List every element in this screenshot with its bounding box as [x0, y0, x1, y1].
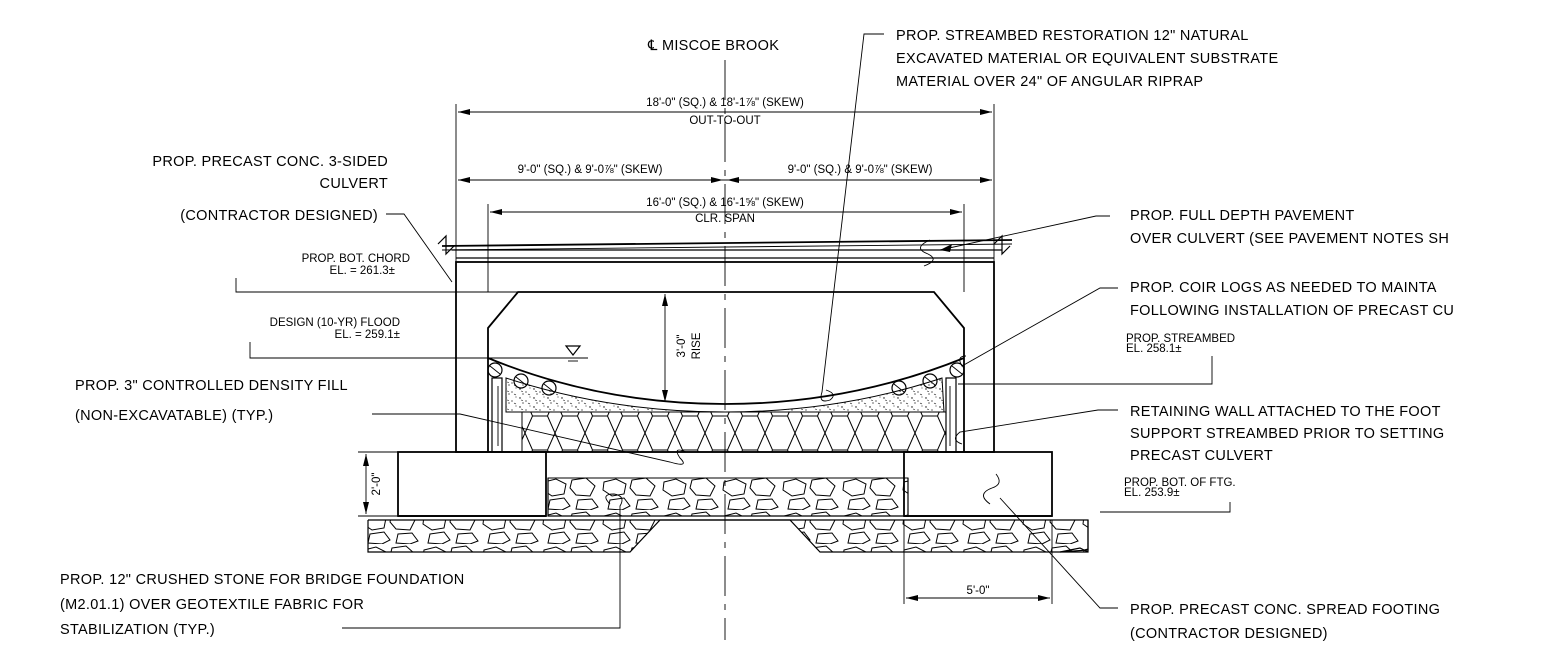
svg-text:PROP. BOT. OF FTG.: PROP. BOT. OF FTG. [1124, 477, 1236, 489]
footing-width-dim: 5'-0" [967, 585, 990, 597]
svg-text:PROP. 12" CRUSHED STONE FOR BR: PROP. 12" CRUSHED STONE FOR BRIDGE FOUND… [60, 572, 465, 588]
svg-text:(M2.01.1) OVER GEOTEXTILE FABR: (M2.01.1) OVER GEOTEXTILE FABRIC FOR [60, 597, 364, 613]
svg-text:PROP. FULL DEPTH PAVEMENT: PROP. FULL DEPTH PAVEMENT [1130, 208, 1355, 224]
footing-height-dim: 2'-0" [371, 473, 383, 496]
svg-text:PROP. STREAMBED: PROP. STREAMBED [1126, 333, 1235, 345]
rise-label: RISE [691, 332, 703, 359]
out-to-out-label: OUT-TO-OUT [689, 115, 760, 127]
half-right-dim: 9'-0" (SQ.) & 9'-0⅞" (SKEW) [788, 164, 933, 176]
svg-text:EL. 258.1±: EL. 258.1± [1126, 343, 1182, 355]
svg-text:STABILIZATION (TYP.): STABILIZATION (TYP.) [60, 622, 215, 638]
note-retaining: RETAINING WALL ATTACHED TO THE FOOT SUPP… [955, 404, 1444, 464]
svg-text:PROP. STREAMBED RESTORATION 12: PROP. STREAMBED RESTORATION 12" NATURAL [896, 28, 1249, 44]
svg-text:DESIGN (10-YR) FLOOD: DESIGN (10-YR) FLOOD [270, 317, 400, 329]
svg-text:PROP. PRECAST CONC. 3-SIDED: PROP. PRECAST CONC. 3-SIDED [152, 154, 388, 170]
svg-text:FOLLOWING INSTALLATION OF PREC: FOLLOWING INSTALLATION OF PRECAST CU [1130, 303, 1454, 319]
svg-text:RETAINING WALL ATTACHED TO THE: RETAINING WALL ATTACHED TO THE FOOT [1130, 404, 1441, 420]
foundation [367, 451, 1089, 553]
svg-text:PROP. PRECAST CONC. SPREAD FOO: PROP. PRECAST CONC. SPREAD FOOTING [1130, 602, 1440, 618]
elevation-bot-ftg: PROP. BOT. OF FTG. EL. 253.9± [1100, 477, 1236, 513]
half-left-dim: 9'-0" (SQ.) & 9'-0⅞" (SKEW) [518, 164, 663, 176]
svg-text:EL. = 261.3±: EL. = 261.3± [330, 265, 395, 277]
note-coir: PROP. COIR LOGS AS NEEDED TO MAINTA FOLL… [959, 280, 1454, 367]
note-crushed-stone: PROP. 12" CRUSHED STONE FOR BRIDGE FOUND… [60, 493, 623, 638]
svg-text:OVER CULVERT (SEE PAVEMENT NOT: OVER CULVERT (SEE PAVEMENT NOTES SH [1130, 231, 1449, 247]
pavement [437, 234, 1013, 267]
svg-text:(NON-EXCAVATABLE) (TYP.): (NON-EXCAVATABLE) (TYP.) [75, 408, 273, 424]
clear-span-label: CLR. SPAN [695, 213, 755, 225]
riprap-layer [521, 411, 947, 453]
svg-text:(CONTRACTOR DESIGNED): (CONTRACTOR DESIGNED) [180, 208, 378, 224]
water-level-symbol [564, 345, 582, 362]
coir-logs [487, 362, 965, 396]
svg-text:EL. 253.9±: EL. 253.9± [1124, 487, 1180, 499]
svg-text:SUPPORT STREAMBED PRIOR TO SET: SUPPORT STREAMBED PRIOR TO SETTING [1130, 426, 1445, 442]
elevation-bot-chord: PROP. BOT. CHORD EL. = 261.3± [235, 253, 518, 293]
clear-span-dim: 16'-0" (SQ.) & 16'-1⅝" (SKEW) [646, 197, 804, 209]
svg-text:(CONTRACTOR DESIGNED): (CONTRACTOR DESIGNED) [1130, 626, 1328, 642]
dimension-lines [358, 104, 1053, 604]
svg-text:MATERIAL OVER 24" OF ANGULAR R: MATERIAL OVER 24" OF ANGULAR RIPRAP [896, 74, 1203, 90]
elevation-streambed: PROP. STREAMBED EL. 258.1± [958, 333, 1235, 385]
substrate-layer [505, 377, 945, 413]
centerline-label: ℄ MISCOE BROOK [647, 38, 779, 54]
svg-text:PROP. BOT. CHORD: PROP. BOT. CHORD [302, 253, 410, 265]
svg-text:CULVERT: CULVERT [320, 176, 388, 192]
svg-text:EXCAVATED MATERIAL OR EQUIVALE: EXCAVATED MATERIAL OR EQUIVALENT SUBSTRA… [896, 51, 1278, 67]
note-culvert: PROP. PRECAST CONC. 3-SIDED CULVERT (CON… [152, 154, 453, 283]
rise-dim: 3'-0" [676, 335, 688, 358]
streambed-line [487, 357, 965, 405]
note-footing: PROP. PRECAST CONC. SPREAD FOOTING (CONT… [999, 497, 1440, 642]
note-cdf: PROP. 3" CONTROLLED DENSITY FILL (NON-EX… [75, 378, 687, 465]
svg-text:PRECAST CULVERT: PRECAST CULVERT [1130, 448, 1273, 464]
svg-text:EL. = 259.1±: EL. = 259.1± [335, 329, 400, 341]
note-pavement: PROP. FULL DEPTH PAVEMENT OVER CULVERT (… [939, 208, 1449, 252]
note-streambed-restoration: PROP. STREAMBED RESTORATION 12" NATURAL … [820, 28, 1278, 402]
elevation-flood: DESIGN (10-YR) FLOOD EL. = 259.1± [249, 317, 588, 359]
out-to-out-dim: 18'-0" (SQ.) & 18'-1⅞" (SKEW) [646, 97, 804, 109]
svg-text:PROP. COIR LOGS AS NEEDED TO M: PROP. COIR LOGS AS NEEDED TO MAINTA [1130, 280, 1437, 296]
svg-text:PROP. 3" CONTROLLED DENSITY FI: PROP. 3" CONTROLLED DENSITY FILL [75, 378, 348, 394]
